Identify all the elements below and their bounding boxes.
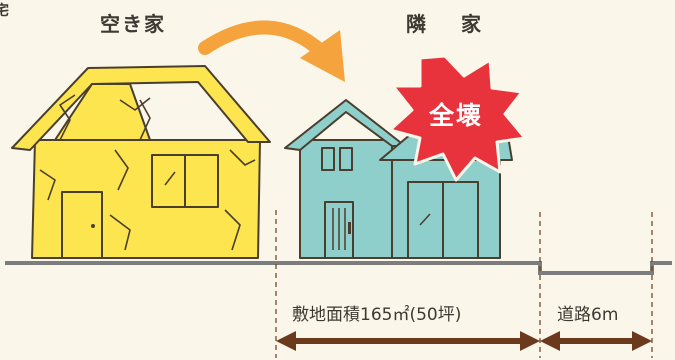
vacant-house xyxy=(11,65,271,259)
corner-label: 宅 xyxy=(0,3,11,19)
ground-line xyxy=(5,261,672,275)
collapse-badge-text: 全壊 xyxy=(428,101,483,130)
site-dimension-arrow xyxy=(276,331,540,351)
vacant-house-label: 空き家 xyxy=(100,12,166,36)
road-dimension-arrow xyxy=(540,331,652,351)
collapse-burst-icon xyxy=(388,54,527,182)
guide-lines xyxy=(275,210,653,358)
neighbor-house-label: 隣 家 xyxy=(406,12,495,36)
neighbor-house xyxy=(284,99,513,259)
road-width-label: 道路6m xyxy=(555,300,621,325)
curved-arrow-icon xyxy=(198,20,345,82)
site-area-label: 敷地面積165㎡(50坪) xyxy=(290,300,464,325)
